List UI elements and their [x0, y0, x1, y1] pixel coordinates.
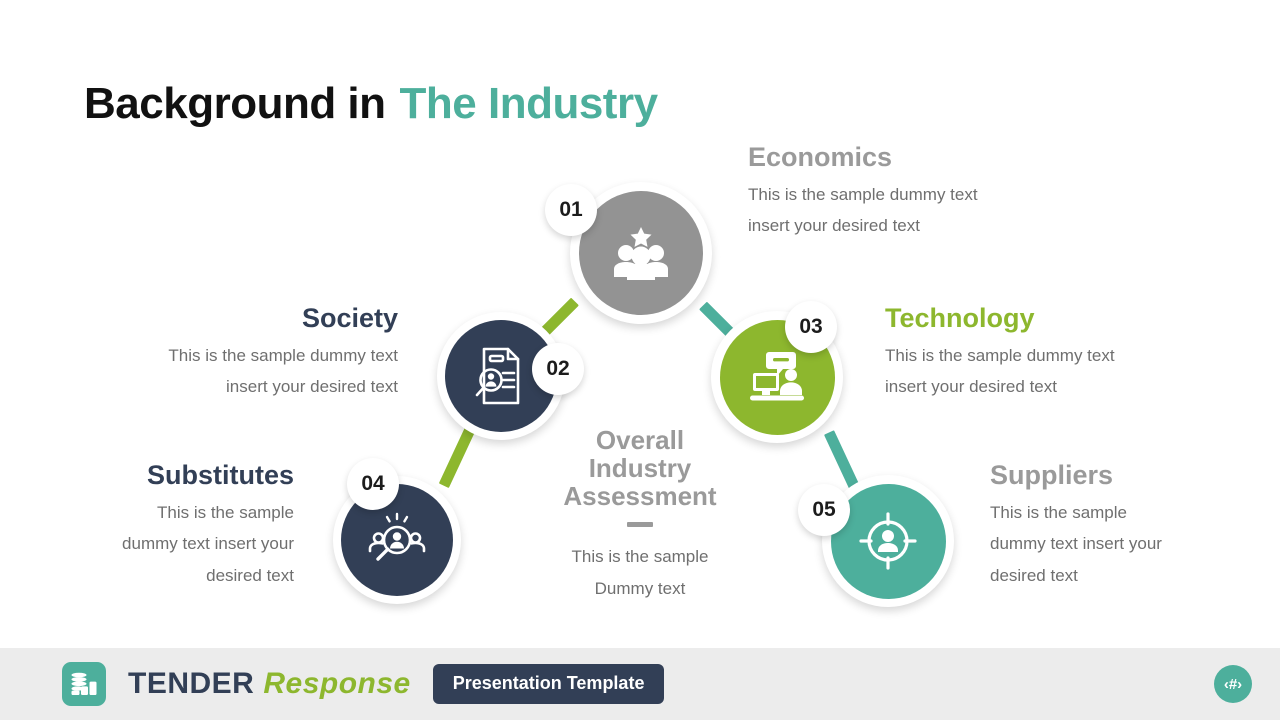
society-title: Society: [301, 303, 398, 333]
footer-brand-part2: Response: [263, 667, 411, 700]
suppliers-body-line-3: desired text: [990, 565, 1078, 585]
center-summary: Overall Industry Assessment This is the …: [540, 426, 740, 604]
presentation-speech-icon: [747, 350, 807, 404]
page-title-primary: Background in: [84, 79, 386, 129]
node-03-badge: 03: [785, 301, 837, 353]
substitutes-body-line-3: desired text: [206, 565, 294, 585]
node-05-number: 05: [812, 498, 836, 521]
industry-assessment-diagram: 01 02: [54, 142, 1240, 607]
node-04[interactable]: 04: [333, 458, 461, 604]
connector-02-04: [438, 427, 475, 489]
center-divider: [627, 522, 653, 528]
technology-title: Technology: [885, 303, 1035, 333]
text-block-substitutes: Substitutes This is the sample dummy tex…: [54, 460, 294, 591]
page-title-accent: The Industry: [399, 79, 659, 129]
society-body-line-2: insert your desired text: [226, 377, 398, 397]
economics-body-line-1: This is the sample dummy text: [748, 185, 978, 205]
society-body-line-1: This is the sample dummy text: [168, 346, 398, 366]
technology-body-line-1: This is the sample dummy text: [885, 346, 1115, 366]
people-star-icon: [610, 225, 672, 281]
document-person-search-icon: [472, 345, 530, 407]
node-01[interactable]: 01: [545, 182, 712, 324]
node-03-number: 03: [799, 315, 823, 338]
substitutes-body-line-1: This is the sample: [157, 503, 294, 523]
suppliers-title: Suppliers: [990, 460, 1114, 490]
people-magnifier-icon: [365, 511, 429, 569]
center-body-line-1: This is the sample: [571, 547, 709, 567]
node-02-number: 02: [546, 357, 570, 380]
node-04-number: 04: [361, 472, 385, 495]
text-block-society: Society This is the sample dummy text in…: [78, 303, 398, 403]
suppliers-body-line-2: dummy text insert your: [990, 534, 1162, 554]
connector-03-05: [824, 430, 861, 492]
coins-stack-icon: [62, 662, 106, 706]
technology-body: This is the sample dummy text insert you…: [885, 340, 1215, 403]
center-title-line-1: Overall: [595, 425, 685, 455]
economics-body: This is the sample dummy text insert you…: [748, 179, 1078, 242]
center-summary-body: This is the sample Dummy text: [540, 541, 740, 604]
node-03[interactable]: 03: [711, 301, 843, 443]
node-01-badge: 01: [545, 184, 597, 236]
target-person-icon: [857, 510, 919, 572]
text-block-technology: Technology This is the sample dummy text…: [885, 303, 1215, 403]
economics-title: Economics: [748, 142, 893, 172]
node-05-disc: [830, 483, 946, 599]
page-title: Background in The Industry: [84, 79, 658, 129]
suppliers-body: This is the sample dummy text insert you…: [990, 497, 1240, 591]
center-body-line-2: Dummy text: [594, 578, 686, 598]
node-05-badge: 05: [798, 484, 850, 536]
node-01-disc: [579, 191, 703, 315]
center-title-line-3: Assessment: [563, 481, 717, 512]
substitutes-body-line-2: dummy text insert your: [122, 534, 294, 554]
node-05[interactable]: 05: [798, 475, 954, 607]
node-04-badge: 04: [347, 458, 399, 510]
substitutes-body: This is the sample dummy text insert you…: [54, 497, 294, 591]
footer-brand-part1: TENDER: [128, 667, 255, 700]
text-block-suppliers: Suppliers This is the sample dummy text …: [990, 460, 1240, 591]
presentation-template-badge: Presentation Template: [432, 664, 665, 704]
society-body: This is the sample dummy text insert you…: [78, 340, 398, 403]
suppliers-body-line-1: This is the sample: [990, 503, 1127, 523]
page-number-badge: ‹#›: [1214, 665, 1252, 703]
technology-body-line-2: insert your desired text: [885, 377, 1057, 397]
node-01-number: 01: [559, 198, 583, 221]
substitutes-title: Substitutes: [146, 460, 294, 490]
node-02-badge: 02: [532, 343, 584, 395]
economics-body-line-2: insert your desired text: [748, 216, 920, 236]
node-02[interactable]: 02: [437, 312, 584, 440]
text-block-economics: Economics This is the sample dummy text …: [748, 142, 1078, 242]
center-summary-title: Overall Industry Assessment: [540, 426, 740, 510]
center-title-line-2: Industry: [588, 453, 692, 484]
